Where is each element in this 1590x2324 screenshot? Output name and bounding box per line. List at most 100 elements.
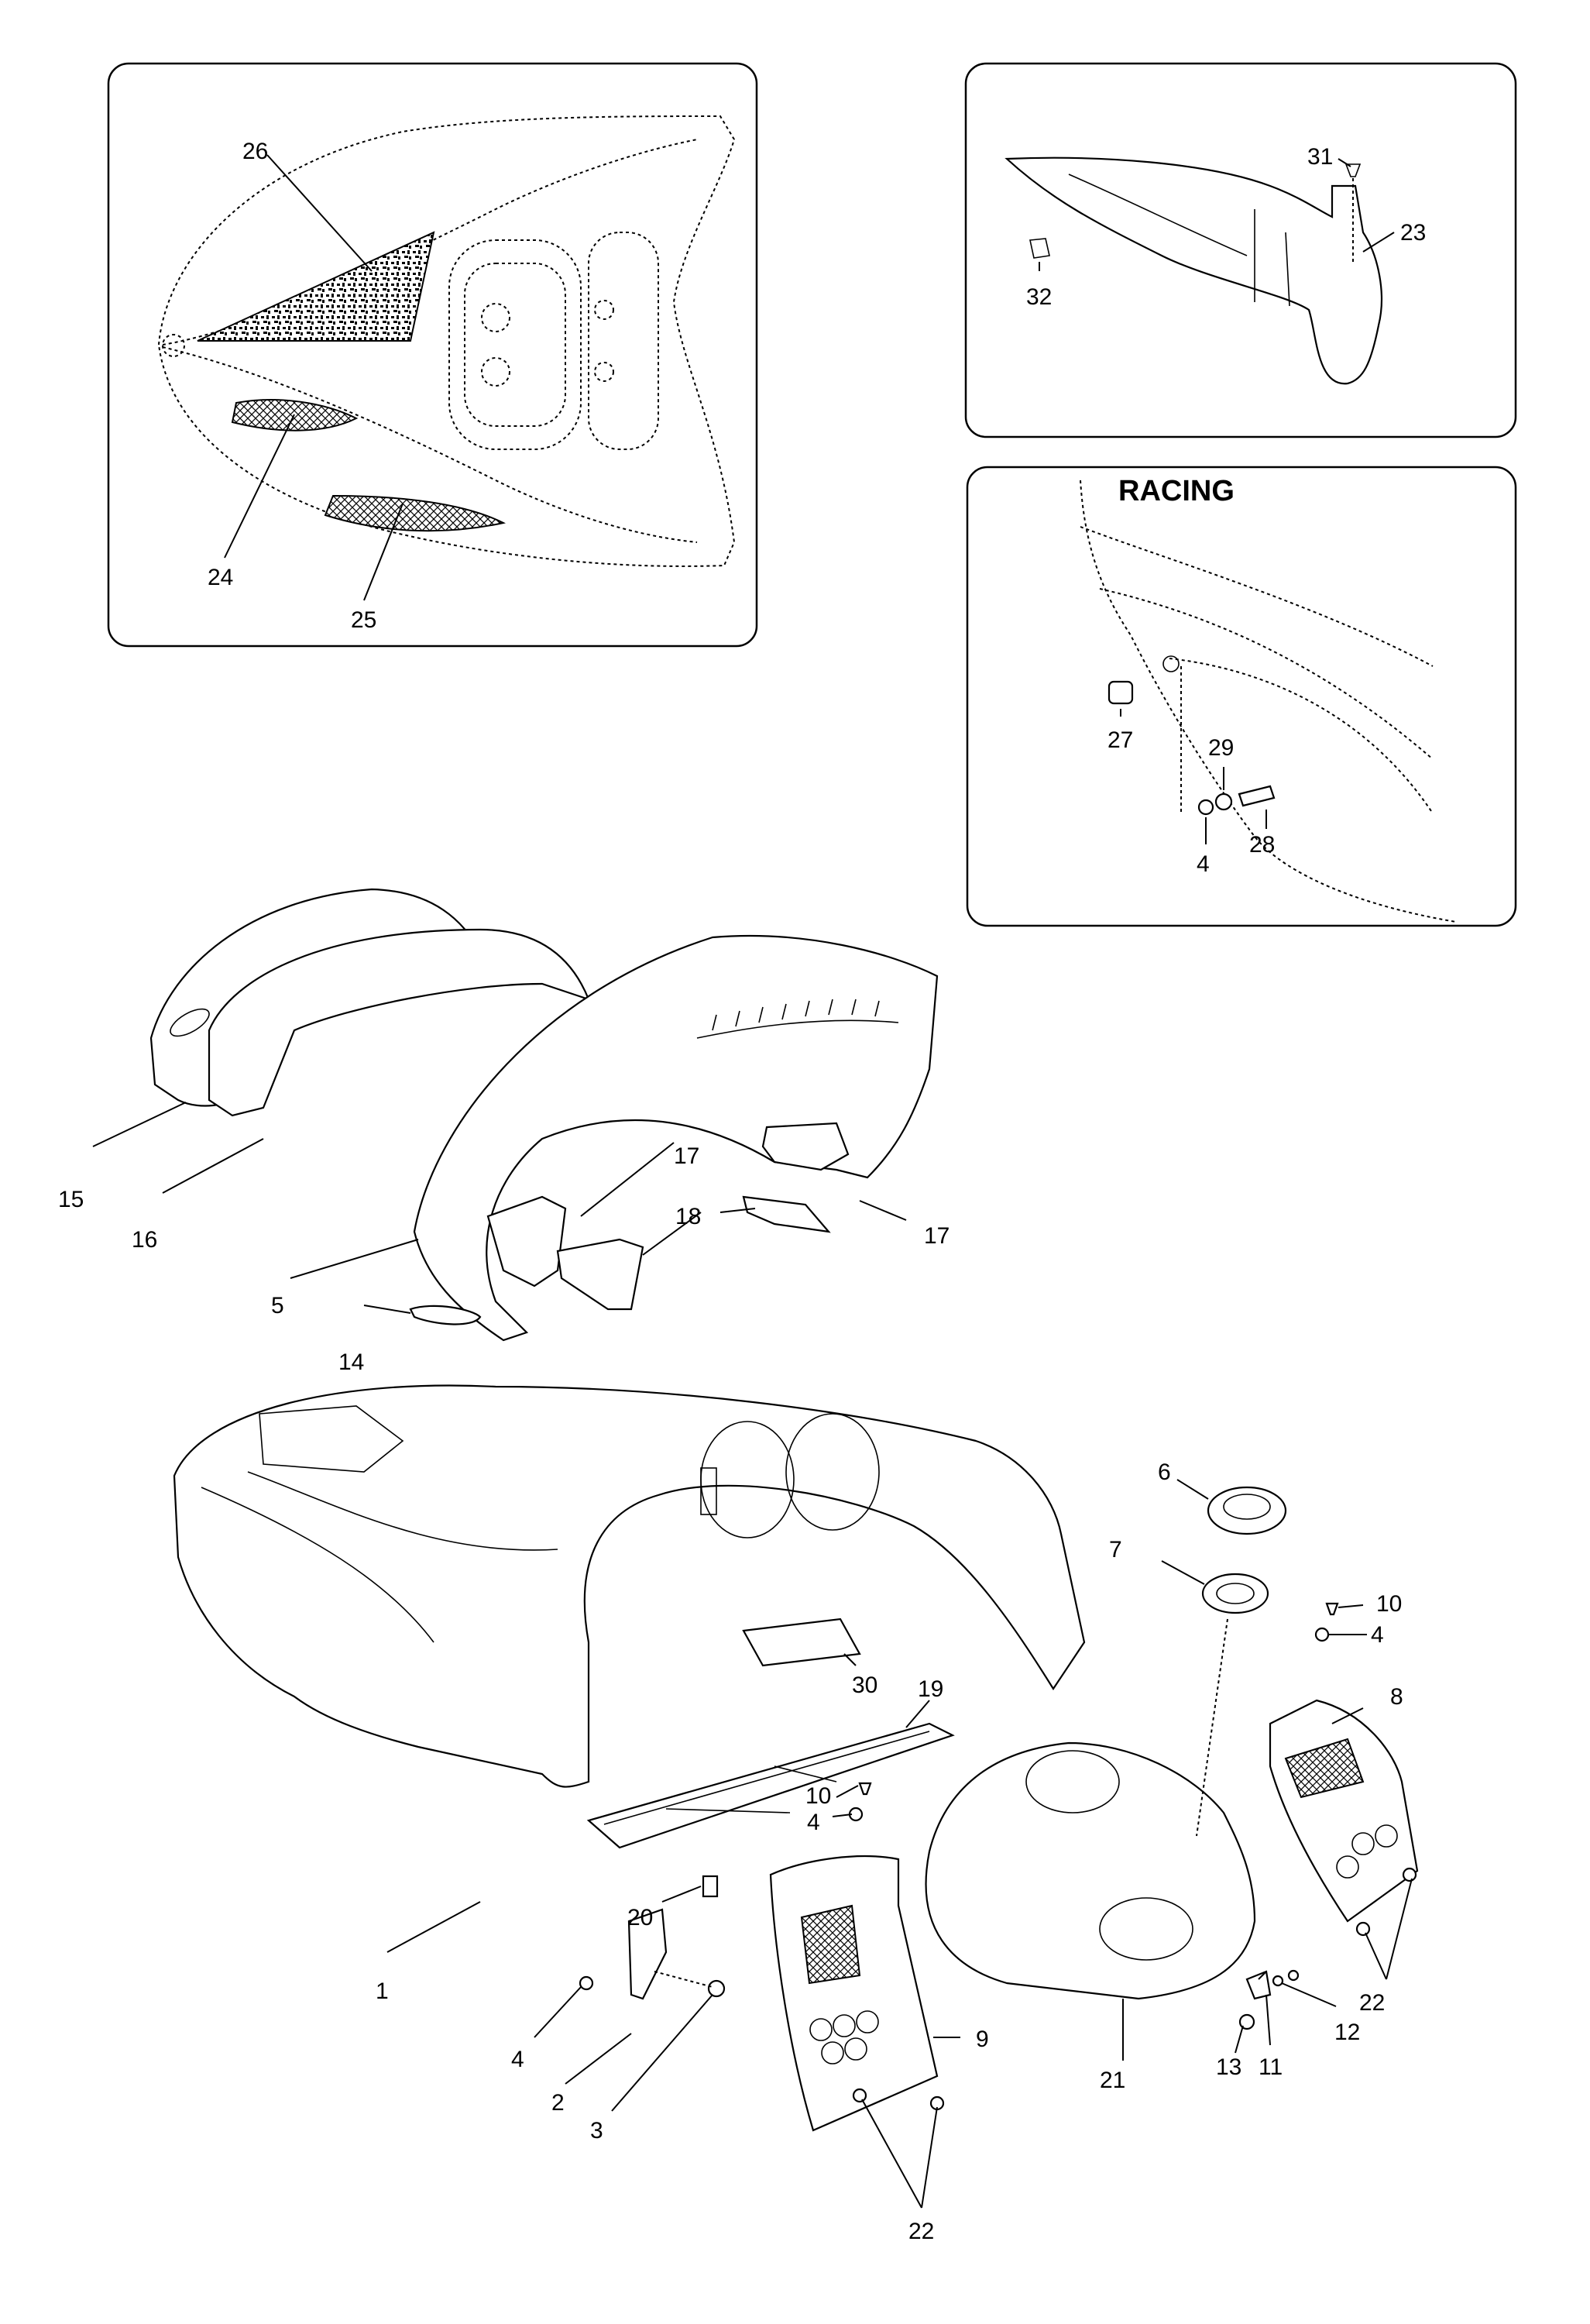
leader-31	[1338, 158, 1351, 167]
part-17-right-holder	[761, 1122, 850, 1171]
callout-20: 20	[627, 1905, 653, 1930]
callout-3: 3	[590, 2118, 603, 2144]
callout-25: 25	[351, 607, 376, 633]
part-1-switch	[700, 1467, 717, 1515]
part-15-vent	[170, 1008, 210, 1037]
inset-gauge-1	[481, 303, 510, 332]
leader-23	[1362, 232, 1395, 253]
racing-hole	[1162, 655, 1180, 672]
part-2-axis	[654, 1971, 713, 1988]
racing-contour-2	[1099, 588, 1434, 760]
part-1-contours	[201, 1471, 558, 1643]
callout-14: 14	[338, 1349, 364, 1375]
bracket-23	[1004, 156, 1383, 385]
leader-2	[565, 2033, 632, 2085]
callout-23: 23	[1400, 220, 1426, 246]
callout-2: 2	[551, 2090, 565, 2116]
part-5-ribs	[696, 1019, 899, 1039]
leader-10-right	[1338, 1604, 1364, 1608]
part-13-washer	[1238, 2013, 1255, 2030]
part-5-rib-marks	[712, 999, 880, 1031]
part-8-hole-2	[1375, 1824, 1398, 1848]
callout-4-racing: 4	[1197, 851, 1210, 877]
part-21-cup	[1099, 1897, 1193, 1961]
racing-contour-1	[1080, 526, 1434, 667]
main-exploded-view: 15 16 5 14 17 17 18 19 30 1 20 6 7 10 4 …	[58, 888, 1419, 2244]
inset-mesh-25	[324, 494, 507, 532]
leader-22-right	[1365, 1878, 1413, 1980]
leader-16	[162, 1138, 264, 1194]
callout-16: 16	[132, 1227, 157, 1253]
callout-29: 29	[1208, 735, 1234, 761]
callout-17-left: 17	[674, 1143, 699, 1169]
callout-32: 32	[1026, 284, 1052, 310]
leader-3	[611, 1994, 713, 2112]
part-10-screw-right	[1325, 1602, 1339, 1616]
callout-10-left: 10	[805, 1783, 831, 1809]
callout-4-right: 4	[1371, 1622, 1384, 1648]
bolt-28	[1238, 785, 1276, 807]
leader-18-left	[642, 1212, 702, 1256]
part-8-mesh	[1284, 1738, 1365, 1799]
leader-1	[386, 1901, 481, 1953]
inset-nose-circle	[162, 334, 185, 357]
part-9-mesh	[800, 1904, 861, 1985]
inset-gauge-4	[594, 362, 614, 382]
leader-4-mid	[832, 1813, 853, 1817]
part-12-screw-b	[1287, 1969, 1300, 1982]
part-11-clip	[1245, 1970, 1272, 2000]
inset-gauge-2	[481, 357, 510, 387]
leader-25	[363, 503, 404, 601]
inset-gauge-3	[594, 300, 614, 320]
leader-11	[1265, 1994, 1271, 2046]
leader-5	[290, 1239, 419, 1279]
callout-24: 24	[208, 565, 233, 590]
callout-8: 8	[1390, 1684, 1403, 1710]
callout-13: 13	[1216, 2054, 1241, 2080]
part-7-gasket-inner	[1216, 1583, 1255, 1604]
leader-20	[661, 1886, 702, 1903]
part-22-rivet-c	[852, 2088, 867, 2103]
part-12-screw-a	[1272, 1975, 1284, 1987]
part-19-tray	[586, 1722, 955, 1849]
part-22-rivet-a	[1402, 1867, 1417, 1882]
leader-18-right	[719, 1208, 756, 1213]
inset-console-inner	[464, 263, 566, 427]
screw-31	[1344, 163, 1362, 177]
clip-32	[1029, 238, 1050, 259]
bracket-23-detail	[1068, 174, 1290, 307]
leader-11-link	[1258, 1971, 1267, 1980]
leader-26	[266, 154, 373, 272]
callout-21: 21	[1100, 2068, 1125, 2093]
callout-10-right: 10	[1376, 1591, 1402, 1617]
inset-console	[448, 239, 582, 450]
callout-27: 27	[1108, 727, 1133, 753]
callout-19: 19	[918, 1676, 943, 1702]
part-9-hole-4	[821, 2041, 844, 2064]
callout-30: 30	[852, 1673, 877, 1698]
inset-side-bracket-panel: 31 23 32	[964, 62, 1517, 438]
part-9-hole-5	[844, 2037, 867, 2061]
leader-10-left	[836, 1785, 859, 1798]
part-5-seat-shell	[413, 934, 939, 1342]
callout-5: 5	[271, 1293, 284, 1318]
part-1-main-hull	[173, 1384, 1086, 1788]
part-1-intake	[259, 1405, 404, 1473]
part-14-handle	[409, 1305, 482, 1325]
part-17-left-holder	[486, 1195, 567, 1287]
part-18-left-pad	[556, 1238, 644, 1311]
part-9-hole-2	[833, 2014, 856, 2037]
leader-12	[1281, 1982, 1337, 2007]
leader-7	[1161, 1560, 1205, 1585]
leader-4-left	[534, 1986, 582, 2038]
callout-12: 12	[1334, 2020, 1360, 2045]
part-2-bracket	[627, 1908, 668, 2000]
callout-15: 15	[58, 1187, 84, 1212]
part-30-pad	[742, 1618, 861, 1667]
callout-7: 7	[1109, 1537, 1122, 1563]
leader-24	[224, 414, 295, 559]
part-21-opening	[1025, 1750, 1120, 1813]
part-8-side-panel	[1269, 1699, 1419, 1923]
part-22-rivet-b	[1355, 1921, 1371, 1937]
